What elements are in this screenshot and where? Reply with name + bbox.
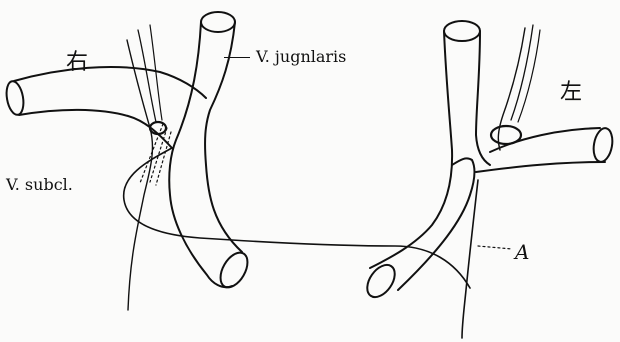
right-subclavian-opening [4,80,26,116]
left-subclavian-opening [591,127,615,164]
left-brachiocephalic-opening [362,260,401,302]
subclavian-vein-label: V. subcl. [6,175,73,194]
left-subclavian-vein-edge [476,162,605,172]
left-vein-junction [398,158,474,290]
right-venous-angle [4,12,253,310]
right-jugular-vein [169,22,232,287]
jugular-pointer [224,57,250,58]
connecting-duct [124,148,470,288]
left-nerve-strand-2 [511,25,533,120]
right-jugular-opening [201,12,235,32]
left-duct-line [462,180,478,338]
marker-a-label: A [515,240,529,264]
left-venous-angle [362,21,615,338]
marker-a-pointer [478,246,512,249]
right-side-label: 右 [66,44,88,76]
left-nerve-strand-3 [518,30,540,122]
left-side-label: 左 [560,74,582,106]
left-subclavian-vein [490,128,600,152]
right-subclavian-vein [14,67,206,98]
left-jugular-vein [370,31,452,268]
right-nerve-strand-2 [138,30,156,122]
left-jugular-vein-edge [476,31,490,165]
jugular-vein-text: V. jugnlaris [256,47,346,66]
jugular-vein-label: V. jugnlaris [256,47,346,66]
left-jugular-opening [444,21,480,41]
right-nerve-strand [127,40,152,310]
